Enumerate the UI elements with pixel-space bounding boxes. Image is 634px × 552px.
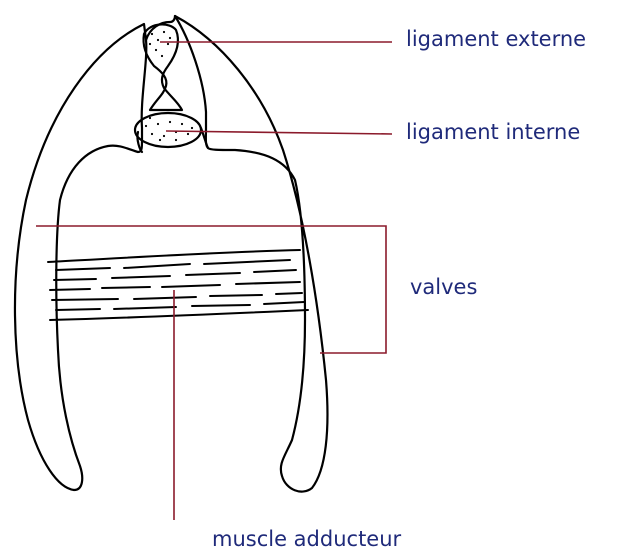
label-ligament-externe: ligament externe (406, 29, 586, 50)
label-ligament-interne: ligament interne (406, 122, 580, 143)
ligament-externe-shape (143, 24, 182, 110)
label-valves: valves (410, 277, 477, 298)
label-muscle-adducteur: muscle adducteur (212, 529, 401, 550)
ligament-stipple (145, 31, 193, 141)
muscle-adducteur-shape (48, 250, 308, 320)
leader-lines (36, 42, 392, 520)
ligament-interne-shape (135, 113, 201, 147)
